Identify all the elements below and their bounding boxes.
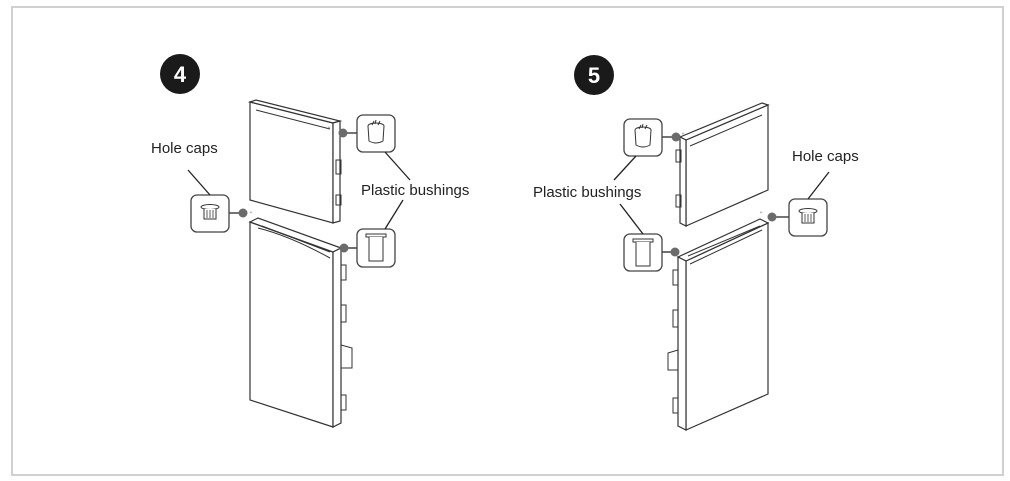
- hole-cap-icon: [200, 204, 220, 220]
- svg-text:‘‘: ‘‘: [760, 212, 763, 218]
- bottom-bushing-callout: [619, 203, 680, 272]
- step-4: 4 ‘‘ ‘‘: [151, 54, 469, 428]
- step-5-hole-caps-label: Hole caps: [792, 148, 859, 165]
- fridge-door-icon: ‘‘: [667, 212, 770, 431]
- step-4-hole-caps-label: Hole caps: [151, 140, 218, 157]
- fridge-door-icon: ‘‘: [248, 212, 353, 428]
- top-bushing-callout: [338, 114, 411, 181]
- freezer-door-icon: ‘‘: [247, 99, 343, 224]
- step-5-number: 5: [588, 63, 600, 88]
- plastic-bushing-icon: [632, 238, 654, 267]
- freezer-door-icon: ‘‘: [675, 102, 770, 227]
- plastic-bushing-icon: [365, 233, 387, 262]
- plastic-bushing-icon: [367, 119, 385, 144]
- step-4-badge: 4: [160, 54, 200, 94]
- hole-cap-icon: [798, 208, 818, 224]
- plastic-bushing-icon: [634, 123, 652, 148]
- step-5-badge: 5: [574, 55, 614, 95]
- step-4-number: 4: [174, 62, 187, 87]
- step-5-bushings-label: Plastic bushings: [533, 184, 641, 201]
- hole-cap-callout: Hole caps: [151, 140, 248, 233]
- step-5: 5 ‘‘ ‘‘: [533, 55, 859, 431]
- step-4-bushings-label: Plastic bushings: [361, 182, 469, 199]
- svg-text:‘‘: ‘‘: [328, 127, 331, 133]
- top-bushing-callout: [613, 118, 681, 181]
- svg-text:‘‘: ‘‘: [682, 133, 685, 139]
- svg-text:‘‘: ‘‘: [250, 212, 253, 218]
- bottom-bushing-callout: [339, 199, 404, 268]
- hole-cap-callout: Hole caps: [767, 148, 859, 237]
